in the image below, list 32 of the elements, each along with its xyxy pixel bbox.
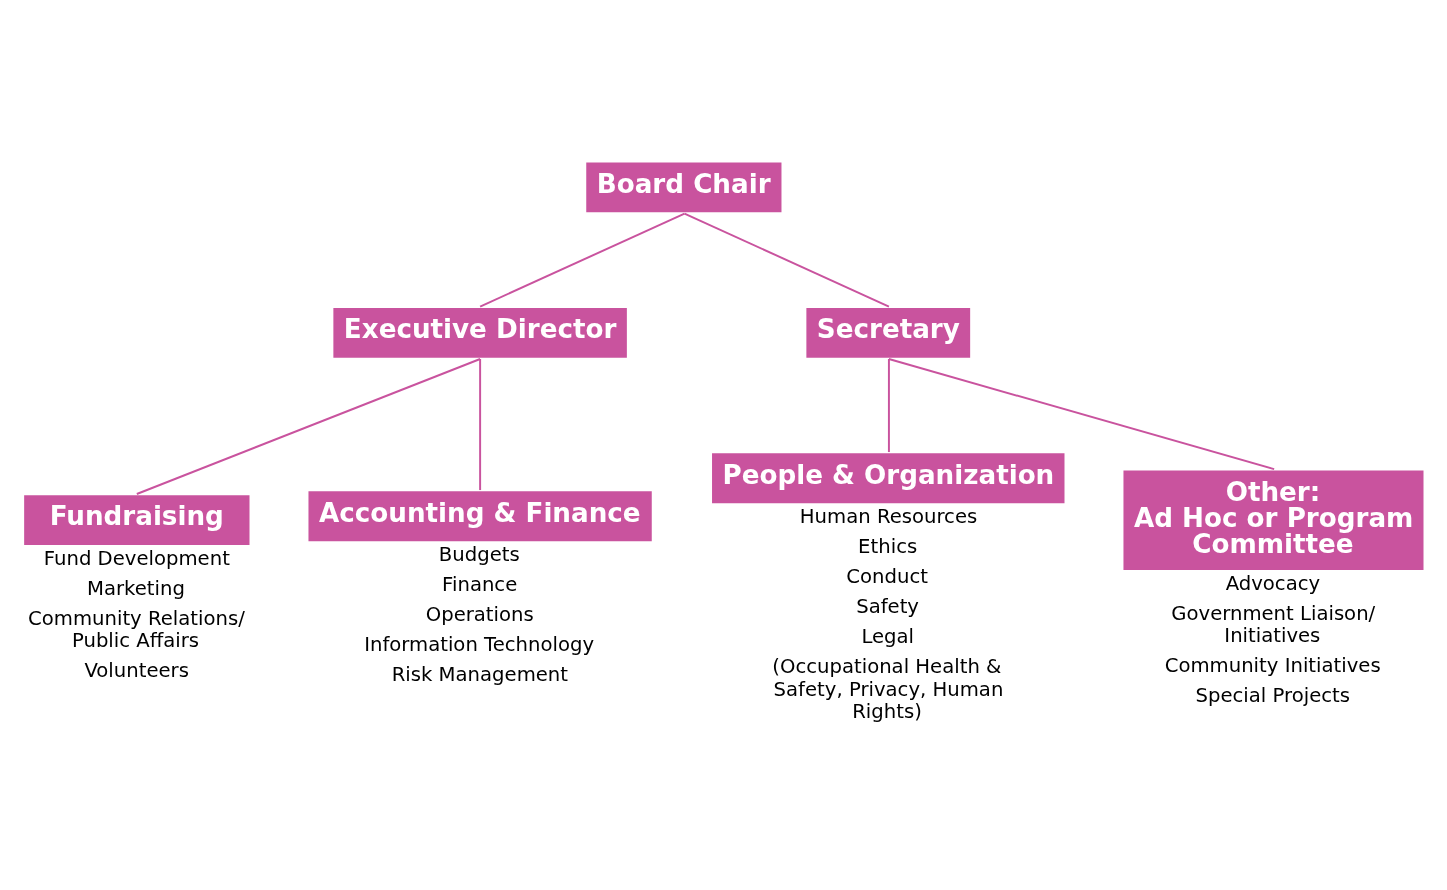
node-label: Ethics [858, 534, 918, 558]
node-box: Secretary [806, 307, 971, 358]
node-label: Marketing [87, 576, 185, 600]
node-label: Special Projects [1195, 683, 1350, 707]
node-label: Operations [425, 602, 534, 626]
node-label: Human Resources [799, 504, 978, 528]
node-label: Government Liaison/ Initiatives [1171, 601, 1376, 647]
node-label: Community Initiatives [1164, 653, 1381, 677]
node-label: Safety [856, 594, 919, 618]
node-label: Advocacy [1225, 571, 1321, 595]
node-label: Budgets [438, 542, 520, 566]
connector [887, 357, 890, 453]
node-label: Volunteers [84, 658, 189, 682]
connector [887, 357, 1276, 470]
node-box: Board Chair [586, 162, 782, 212]
node-label: Fund Development [43, 546, 230, 570]
node-label: Risk Management [391, 662, 569, 686]
node-box: Other: Ad Hoc or Program Committee [1123, 469, 1424, 570]
connector [135, 357, 482, 495]
node-label: (Occupational Health & Safety, Privacy, Human Rights) [772, 654, 1004, 723]
node-label: Finance [442, 572, 518, 596]
node-label: Legal [861, 624, 915, 648]
node-label: Information Technology [364, 632, 595, 656]
node-box: People & Organization [712, 452, 1065, 503]
node-box: Accounting & Finance [308, 490, 652, 541]
connector [479, 212, 686, 308]
node-box: Fundraising [24, 494, 250, 545]
node-label: Community Relations/ Public Affairs [28, 606, 245, 652]
node-label: Conduct [846, 564, 928, 588]
connector [683, 212, 890, 308]
connector [479, 357, 482, 491]
node-box: Executive Director [333, 307, 627, 358]
